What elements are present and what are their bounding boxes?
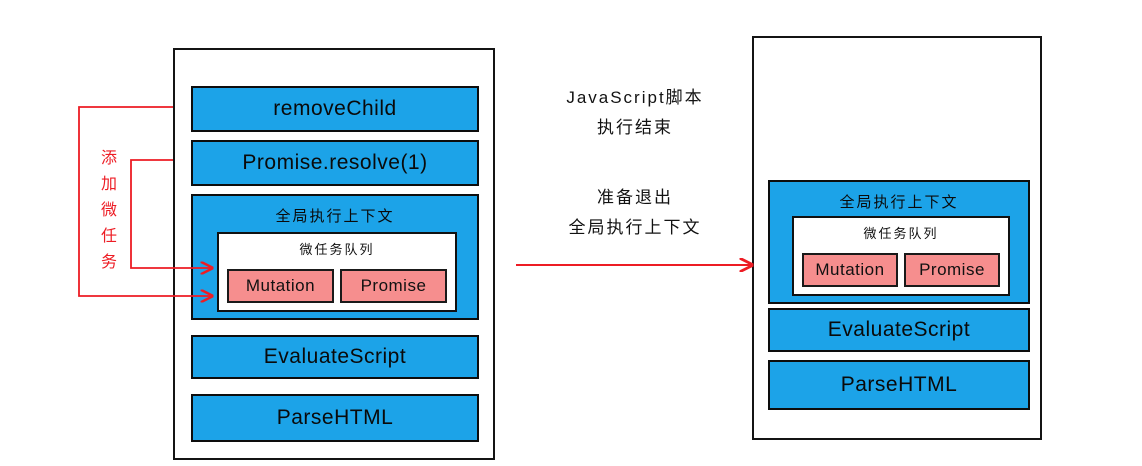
annotation-char: 务 (100, 254, 117, 271)
global-context-label: 全局执行上下文 (839, 194, 959, 211)
caption-line: 执行结束 (597, 118, 673, 137)
stack-frame-global-context: 全局执行上下文 微任务队列 Mutation Promise (768, 180, 1030, 304)
microtask-queue-label: 微任务队列 (299, 242, 375, 257)
microtask-label: Promise (919, 260, 985, 279)
stack-frame-label: ParseHTML (840, 373, 958, 396)
microtask-label: Mutation (815, 260, 885, 279)
stack-frame-parse-html: ParseHTML (191, 394, 479, 442)
transition-caption-top: JavaScript脚本 执行结束 (515, 83, 755, 143)
add-microtask-annotation: 添 加 微 任 务 (97, 146, 121, 276)
stack-frame-evaluate-script: EvaluateScript (768, 308, 1030, 352)
transition-caption-bottom: 准备退出 全局执行上下文 (515, 183, 755, 243)
microtask-queue-label: 微任务队列 (863, 226, 939, 241)
stack-frame-parse-html: ParseHTML (768, 360, 1030, 410)
call-stack-before: removeChild Promise.resolve(1) 全局执行上下文 微… (173, 48, 495, 460)
annotation-char: 添 (100, 150, 117, 167)
stack-frame-global-context: 全局执行上下文 微任务队列 Mutation Promise (191, 194, 479, 320)
stack-frame-label: EvaluateScript (827, 318, 971, 341)
stack-frame-removechild: removeChild (191, 86, 479, 132)
microtask-item-mutation: Mutation (802, 253, 898, 287)
stack-frame-label: removeChild (273, 97, 397, 120)
call-stack-after: 全局执行上下文 微任务队列 Mutation Promise EvaluateS… (752, 36, 1042, 440)
stack-frame-label: Promise.resolve(1) (242, 151, 428, 174)
caption-line: JavaScript脚本 (566, 88, 704, 107)
caption-line: 准备退出 (597, 188, 673, 207)
microtask-queue-items: Mutation Promise (794, 253, 1008, 287)
annotation-char: 加 (100, 176, 117, 193)
annotation-char: 微 (100, 202, 117, 219)
microtask-item-promise: Promise (340, 269, 447, 303)
microtask-queue-items: Mutation Promise (219, 269, 455, 303)
stack-frame-label: ParseHTML (276, 406, 394, 429)
microtask-queue: 微任务队列 Mutation Promise (217, 232, 457, 312)
microtask-item-promise: Promise (904, 253, 1000, 287)
microtask-item-mutation: Mutation (227, 269, 334, 303)
stack-frame-label: EvaluateScript (263, 345, 407, 368)
caption-line: 全局执行上下文 (568, 218, 702, 237)
stack-frame-promise-resolve: Promise.resolve(1) (191, 140, 479, 186)
microtask-label: Promise (360, 276, 427, 295)
microtask-queue: 微任务队列 Mutation Promise (792, 216, 1010, 296)
microtask-label: Mutation (245, 276, 316, 295)
global-context-label: 全局执行上下文 (275, 208, 395, 225)
stack-frame-evaluate-script: EvaluateScript (191, 335, 479, 379)
annotation-char: 任 (100, 228, 117, 245)
